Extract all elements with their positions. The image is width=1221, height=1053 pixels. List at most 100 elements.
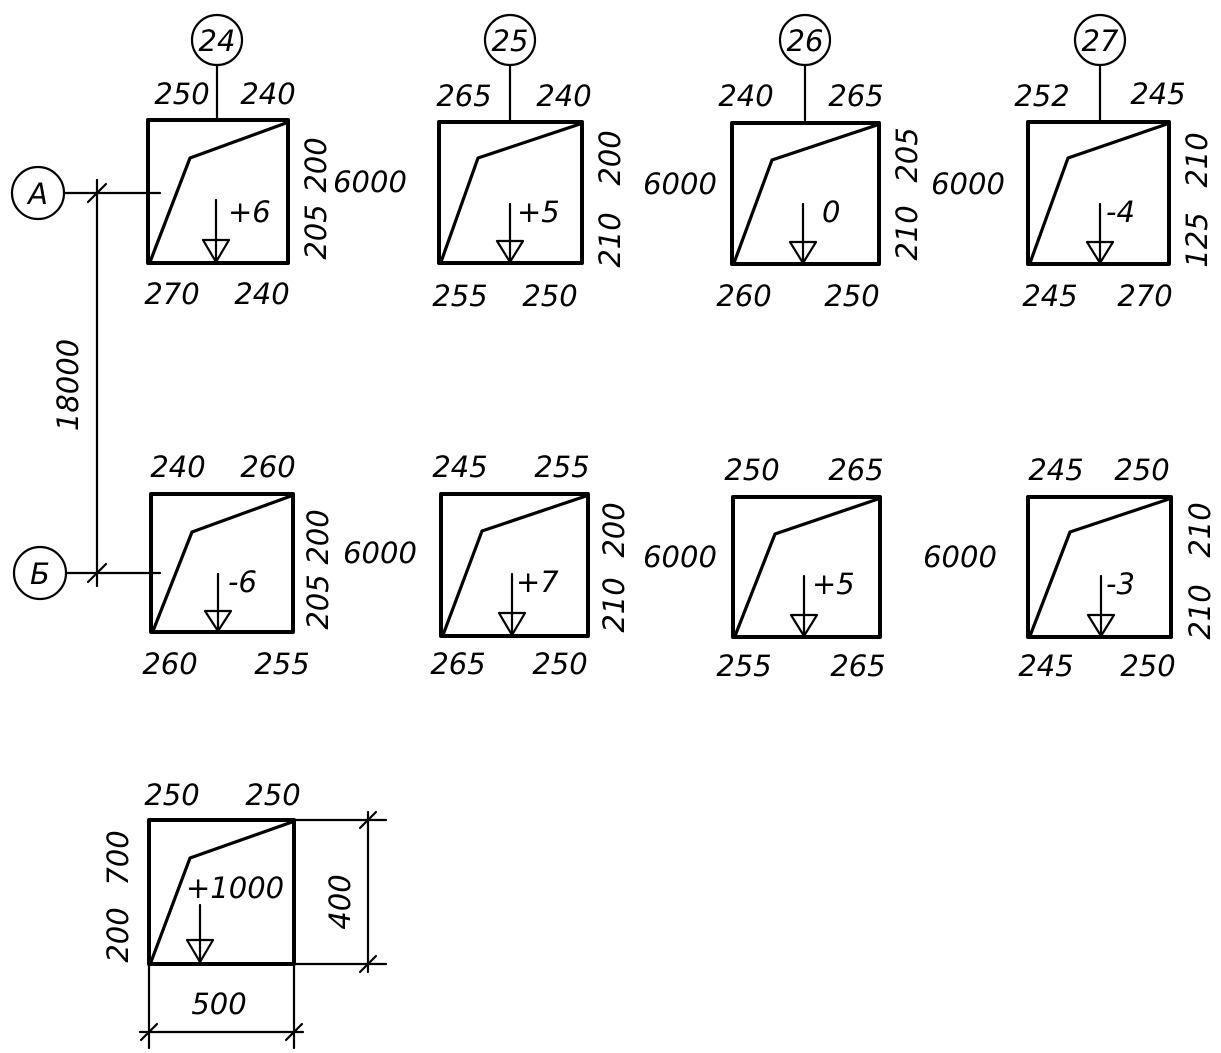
column-outline xyxy=(146,118,290,265)
column-spacing-label: 6000 xyxy=(931,167,1005,201)
right-upper-value: 200 xyxy=(299,137,333,192)
deviation-arrowhead xyxy=(495,239,525,264)
legend-height-value: 400 xyxy=(323,874,357,929)
axis-bubble-24: 24 xyxy=(190,13,244,122)
width-tick-left xyxy=(139,1022,159,1042)
right-lower-value: 210 xyxy=(597,577,631,632)
bottom-left-value: 255 xyxy=(716,649,771,683)
column-profile xyxy=(733,497,880,638)
right-lower-value: 210 xyxy=(1183,584,1217,639)
right-upper-value: 210 xyxy=(1183,502,1217,557)
bottom-right-value: 240 xyxy=(234,277,289,311)
column-section-26-b: 250 265 255 265 +5 xyxy=(716,453,885,683)
legend-outline xyxy=(147,818,296,966)
top-left-value: 240 xyxy=(718,79,773,113)
column-spacing-label: 6000 xyxy=(343,536,417,570)
bottom-left-value: 255 xyxy=(432,279,487,313)
axis-label-27: 27 xyxy=(1082,24,1119,58)
deviation-value: 0 xyxy=(822,195,840,229)
column-profile xyxy=(732,123,879,265)
legend-key: 250 250 700 200 +1000 400 500 xyxy=(101,778,388,1050)
legend-arrowhead xyxy=(185,938,215,964)
legend-profile xyxy=(149,820,294,964)
column-profile xyxy=(151,494,293,633)
axis-bubble-26: 26 xyxy=(778,13,832,122)
column-section-24-a: 250 240 270 240 200 205 +6 xyxy=(144,77,333,311)
top-left-value: 245 xyxy=(432,450,487,484)
deviation-arrowhead xyxy=(497,611,527,637)
column-outline xyxy=(149,492,295,634)
bottom-left-value: 270 xyxy=(144,277,199,311)
top-left-value: 250 xyxy=(724,453,779,487)
row-spacing-dimension: 18000 xyxy=(51,178,108,588)
column-profile xyxy=(1028,497,1171,638)
column-spacing-label: 6000 xyxy=(643,167,717,201)
right-upper-value: 200 xyxy=(597,502,631,557)
column-profile xyxy=(1028,122,1169,265)
column-section-26-a: 240 265 260 250 205 210 0 xyxy=(716,79,924,313)
deviation-value: +5 xyxy=(812,567,855,601)
axis-markers: 24 25 26 27 А Б xyxy=(10,13,1127,601)
width-tick-right xyxy=(284,1022,304,1042)
column-section-25-b: 245 255 265 250 200 210 +7 xyxy=(430,450,631,681)
bottom-right-value: 250 xyxy=(1120,649,1175,683)
top-left-value: 252 xyxy=(1014,79,1069,113)
legend-top-left-value: 250 xyxy=(144,778,199,812)
column-section-27-b: 245 250 245 250 210 210 -3 xyxy=(1018,453,1217,683)
column-outline xyxy=(731,495,882,639)
column-outline xyxy=(1026,120,1171,266)
bottom-right-value: 250 xyxy=(532,647,587,681)
legend-left-lower-value: 200 xyxy=(101,907,135,962)
deviation-arrowhead xyxy=(789,613,819,638)
deviation-value: +6 xyxy=(228,195,271,229)
column-outline xyxy=(439,492,590,638)
top-right-value: 245 xyxy=(1130,77,1185,111)
bottom-right-value: 250 xyxy=(522,279,577,313)
axis-bubble-25: 25 xyxy=(483,13,537,122)
height-tick-bottom xyxy=(358,954,378,974)
height-tick-top xyxy=(358,810,378,830)
deviation-arrowhead xyxy=(1085,240,1115,265)
bottom-right-value: 250 xyxy=(824,279,879,313)
top-right-value: 250 xyxy=(1114,453,1169,487)
deviation-arrowhead xyxy=(1086,613,1116,638)
column-profile xyxy=(148,121,288,264)
column-spacing-label: 6000 xyxy=(643,540,717,574)
deviation-value: -3 xyxy=(1106,567,1135,601)
column-section-25-a: 265 240 255 250 200 210 +5 xyxy=(432,79,627,313)
right-upper-value: 205 xyxy=(890,127,924,182)
top-right-value: 265 xyxy=(828,453,883,487)
axis-bubble-row-b: Б xyxy=(12,545,162,601)
deviation-value: +5 xyxy=(517,195,560,229)
right-upper-value: 210 xyxy=(1180,132,1214,187)
deviation-value: +7 xyxy=(516,565,559,599)
axis-label-26: 26 xyxy=(787,24,824,58)
axis-bubble-row-a: А xyxy=(10,165,162,221)
axis-label-25: 25 xyxy=(492,24,529,58)
deviation-arrowhead xyxy=(201,238,231,264)
deviation-value: -4 xyxy=(1106,195,1135,229)
axis-label-b: Б xyxy=(30,557,50,591)
column-outline xyxy=(1026,495,1173,639)
axis-bubble-27: 27 xyxy=(1073,13,1127,122)
legend-top-right-value: 250 xyxy=(245,778,300,812)
bottom-left-value: 265 xyxy=(430,647,485,681)
top-right-value: 240 xyxy=(536,79,591,113)
legend-left-upper-value: 700 xyxy=(101,830,135,885)
bottom-right-value: 265 xyxy=(830,649,885,683)
column-profile xyxy=(441,494,588,637)
row-spacing-label: 18000 xyxy=(51,339,85,431)
right-upper-value: 200 xyxy=(301,509,335,564)
top-left-value: 250 xyxy=(154,77,209,111)
top-right-value: 265 xyxy=(828,79,883,113)
legend-elevation-value: +1000 xyxy=(186,871,284,905)
column-spacing-labels: 6000 6000 6000 6000 6000 6000 xyxy=(333,165,1005,574)
right-lower-value: 210 xyxy=(593,212,627,267)
bottom-right-value: 270 xyxy=(1117,279,1172,313)
legend-width-value: 500 xyxy=(191,987,246,1021)
top-left-value: 245 xyxy=(1028,453,1083,487)
axis-label-a: А xyxy=(26,177,48,211)
deviation-arrowhead xyxy=(788,240,818,265)
column-spacing-label: 6000 xyxy=(923,540,997,574)
